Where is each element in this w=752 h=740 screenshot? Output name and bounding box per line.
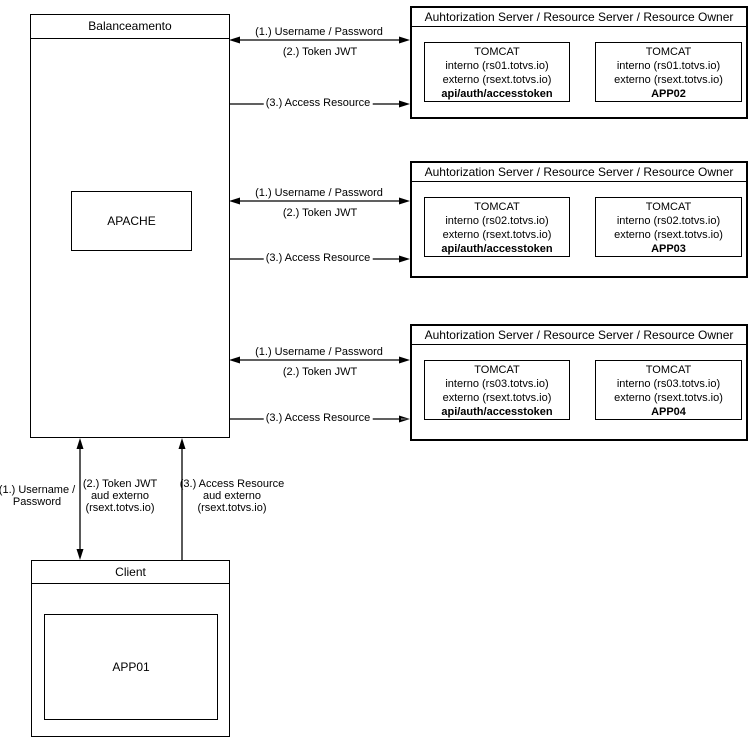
- label-userpass-group1: (1.) Username / Password: [255, 26, 383, 38]
- tomcat-interno: interno (rs02.totvs.io): [445, 215, 549, 227]
- server-group-1: Auhtorization Server / Resource Server /…: [410, 6, 748, 119]
- label-tokenjwt-group3: (2.) Token JWT: [282, 366, 358, 378]
- label-userpass-group2: (1.) Username / Password: [255, 187, 383, 199]
- tomcat-interno: interno (rs01.totvs.io): [445, 60, 549, 72]
- tomcat-app: APP02: [651, 88, 686, 100]
- tomcat-node-app03: TOMCAT interno (rs02.totvs.io) externo (…: [595, 197, 742, 257]
- server-group-1-header: Auhtorization Server / Resource Server /…: [412, 8, 746, 27]
- tomcat-title: TOMCAT: [474, 46, 520, 58]
- tomcat-externo: externo (rsext.totvs.io): [614, 229, 723, 241]
- tomcat-app: api/auth/accesstoken: [441, 243, 553, 255]
- label-accessresource-group1: (3.) Access Resource: [263, 97, 373, 110]
- label-client-userpass: (1.) Username / Password: [0, 484, 76, 508]
- tomcat-externo: externo (rsext.totvs.io): [614, 74, 723, 86]
- tomcat-app: api/auth/accesstoken: [441, 406, 553, 418]
- tomcat-title: TOMCAT: [645, 364, 692, 376]
- tomcat-node-auth-rs02: TOMCAT interno (rs02.totvs.io) externo (…: [424, 197, 570, 257]
- tomcat-node-app04: TOMCAT interno (rs03.totvs.io) externo (…: [595, 360, 742, 420]
- tomcat-node-auth-rs01: TOMCAT interno (rs01.totvs.io) externo (…: [424, 42, 570, 102]
- tomcat-node-app02: TOMCAT interno (rs01.totvs.io) externo (…: [595, 42, 742, 102]
- tomcat-app: api/auth/accesstoken: [441, 88, 553, 100]
- tomcat-title: TOMCAT: [645, 46, 692, 58]
- server-group-2: Auhtorization Server / Resource Server /…: [410, 161, 748, 278]
- label-client-accessresource: (3.) Access Resource aud externo (rsext.…: [179, 478, 285, 514]
- tomcat-title: TOMCAT: [645, 201, 692, 213]
- tomcat-interno: interno (rs01.totvs.io): [616, 60, 721, 72]
- tomcat-node-auth-rs03: TOMCAT interno (rs03.totvs.io) externo (…: [424, 360, 570, 420]
- server-group-2-header: Auhtorization Server / Resource Server /…: [412, 163, 746, 182]
- server-group-3-header: Auhtorization Server / Resource Server /…: [412, 326, 746, 345]
- tomcat-title: TOMCAT: [474, 201, 520, 213]
- label-accessresource-group2: (3.) Access Resource: [263, 252, 373, 265]
- balancer-box: Balanceamento APACHE: [30, 14, 230, 438]
- tomcat-interno: interno (rs03.totvs.io): [445, 378, 549, 390]
- label-accessresource-group3: (3.) Access Resource: [263, 412, 373, 425]
- label-tokenjwt-group2: (2.) Token JWT: [282, 207, 358, 219]
- tomcat-interno: interno (rs03.totvs.io): [616, 378, 721, 390]
- tomcat-title: TOMCAT: [474, 364, 520, 376]
- tomcat-app: APP04: [651, 406, 686, 418]
- client-box: Client APP01: [31, 560, 230, 737]
- tomcat-interno: interno (rs02.totvs.io): [616, 215, 721, 227]
- label-userpass-group3: (1.) Username / Password: [255, 346, 383, 358]
- tomcat-externo: externo (rsext.totvs.io): [442, 392, 552, 404]
- client-title: Client: [32, 561, 229, 584]
- tomcat-externo: externo (rsext.totvs.io): [614, 392, 723, 404]
- label-tokenjwt-group1: (2.) Token JWT: [282, 46, 358, 58]
- apache-node: APACHE: [71, 191, 192, 251]
- balancer-title: Balanceamento: [31, 15, 229, 39]
- server-group-3: Auhtorization Server / Resource Server /…: [410, 324, 748, 441]
- label-client-tokenjwt: (2.) Token JWT aud externo (rsext.totvs.…: [82, 478, 158, 514]
- app01-node: APP01: [44, 614, 218, 720]
- tomcat-externo: externo (rsext.totvs.io): [442, 229, 552, 241]
- tomcat-app: APP03: [651, 243, 686, 255]
- tomcat-externo: externo (rsext.totvs.io): [442, 74, 552, 86]
